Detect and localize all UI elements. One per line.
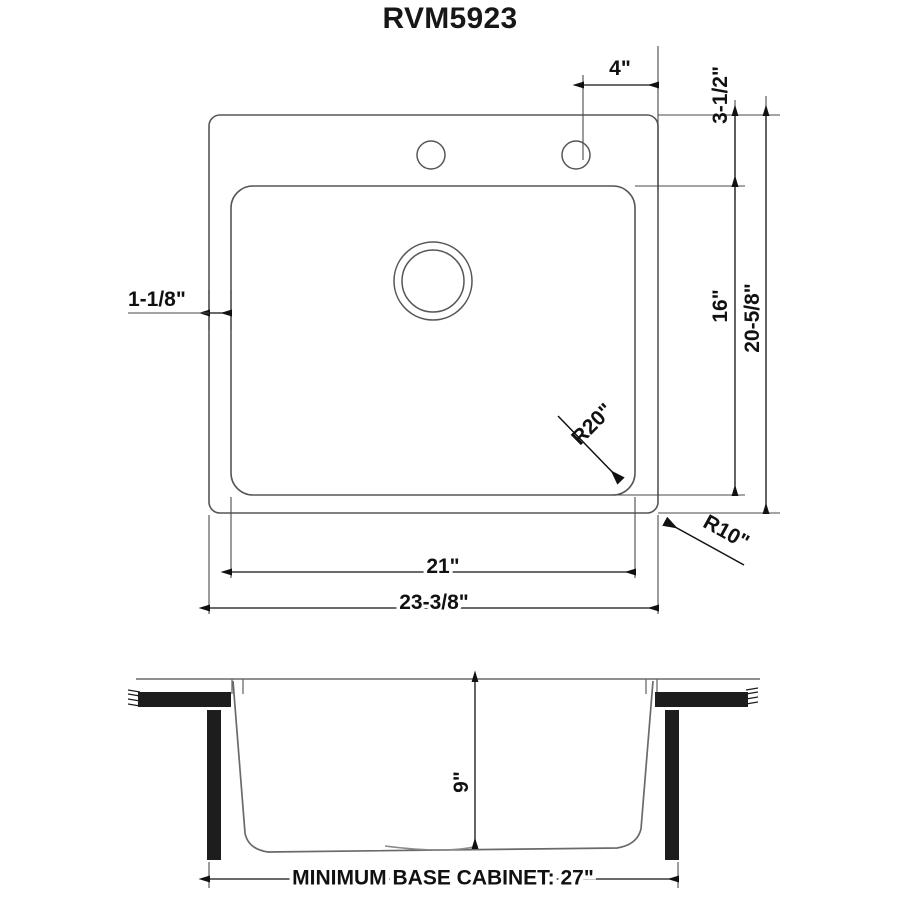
countertop-edge-left — [127, 689, 141, 707]
dim-label-basin-width: 21" — [426, 555, 459, 578]
dim-label-basin-height: 16" — [709, 289, 732, 322]
countertop-edge-right — [745, 687, 759, 705]
top-view-dimensions: 4" 3-1/2" 16" 20-5/8" 1-1/8" R20" R10" — [128, 57, 770, 618]
dim-label-faucet-spacing: 4" — [609, 57, 631, 80]
leader-line-r20 — [557, 415, 625, 485]
page-title: RVM5923 — [382, 2, 518, 35]
dim-label-basin-radius: R20" — [567, 399, 618, 450]
countertop-hatch-right — [655, 692, 748, 707]
dim-label-minimum-base-cabinet: MINIMUM BASE CABINET: 27" — [292, 867, 594, 890]
sink-top-view — [208, 114, 659, 514]
section-drain-hint — [384, 845, 479, 851]
dim-label-bowl-depth: 9" — [450, 771, 473, 793]
section-rim-ticks — [231, 679, 658, 694]
top-view-extension-lines — [208, 46, 780, 614]
cabinet-extension-lines — [208, 862, 679, 888]
faucet-hole-right-icon — [561, 140, 591, 170]
faucet-hole-left-icon — [416, 140, 446, 170]
leader-line-r10 — [662, 516, 745, 566]
section-bowl-profile — [232, 680, 654, 853]
cabinet-wall-left — [207, 710, 221, 860]
dim-label-rim-to-basin: 3-1/2" — [709, 66, 732, 124]
dim-label-overall-height: 20-5/8" — [741, 283, 764, 353]
dim-label-overall-width: 23-3/8" — [399, 591, 469, 614]
dim-label-rim-thickness: 1-1/8" — [128, 288, 186, 311]
dim-label-rim-radius: R10" — [699, 511, 753, 555]
cabinet-wall-right — [665, 710, 679, 860]
sink-outer-rim — [208, 114, 659, 514]
sink-inner-basin — [230, 185, 636, 496]
drain-outer-icon — [393, 241, 473, 321]
countertop-hatch-left — [138, 692, 231, 707]
drain-inner-icon — [401, 249, 465, 313]
sink-section-view: 9" MINIMUM BASE CABINET: 27" — [127, 670, 760, 894]
